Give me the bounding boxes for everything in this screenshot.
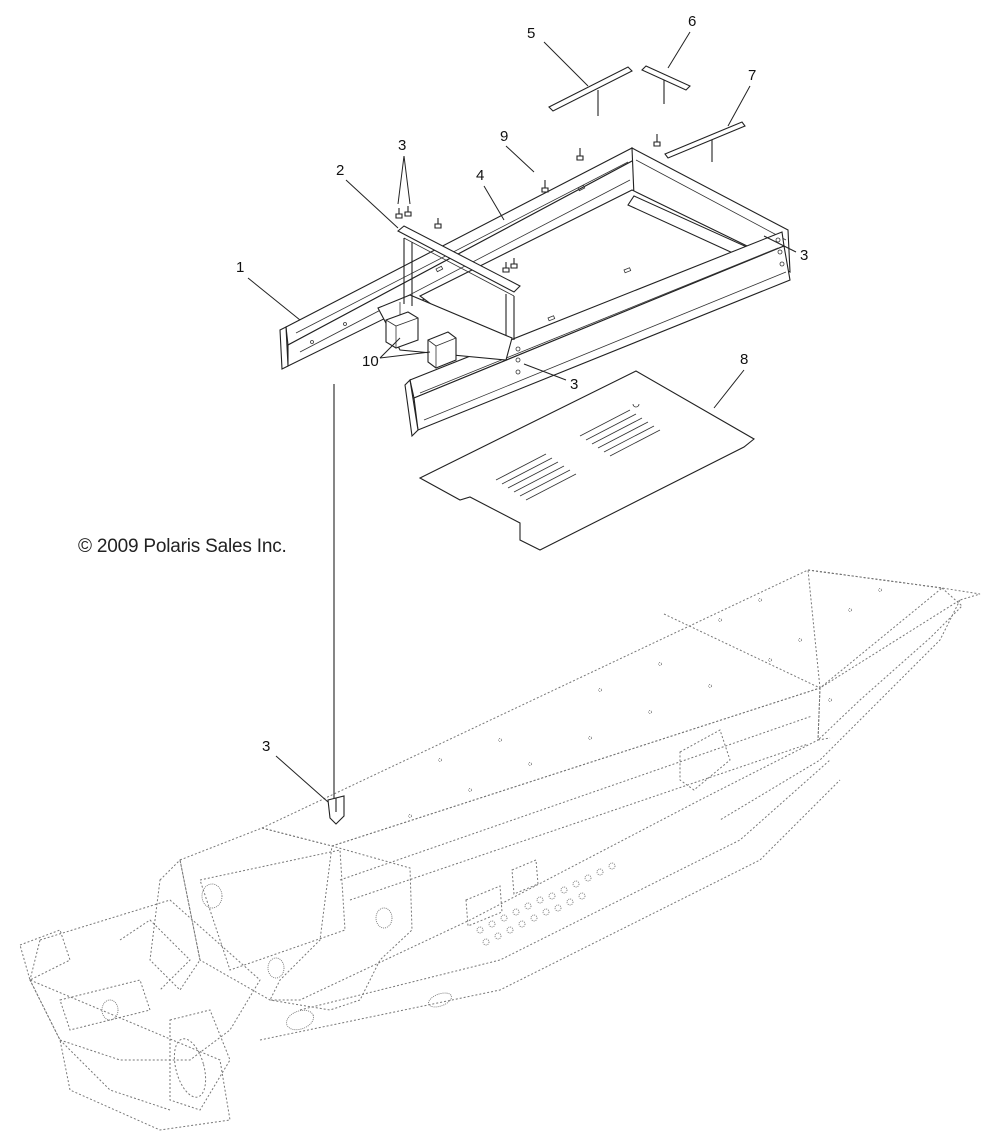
callout-1: 1 [236,259,245,276]
callout-10: 10 [362,353,379,370]
copyright-text: © 2009 Polaris Sales Inc. [78,536,287,557]
callout-5: 5 [527,25,536,42]
callout-2: 2 [336,162,345,179]
chassis-tunnel [19,569,981,1131]
callout-3-mid: 3 [570,376,579,393]
callout-8: 8 [740,351,749,368]
callout-6: 6 [688,13,697,30]
callout-7: 7 [748,67,757,84]
trim-strip-5 [548,66,633,116]
callout-4: 4 [476,167,485,184]
callout-9: 9 [500,128,509,145]
rack-assembly [279,134,791,438]
callout-3-chassis: 3 [262,738,271,755]
callout-3-top: 3 [398,137,407,154]
floor-mat-8 [418,370,755,551]
fastener-3-chassis [327,795,345,825]
trim-strip-6 [641,65,691,104]
trim-strip-7 [664,121,746,162]
callout-3-right: 3 [800,247,809,264]
